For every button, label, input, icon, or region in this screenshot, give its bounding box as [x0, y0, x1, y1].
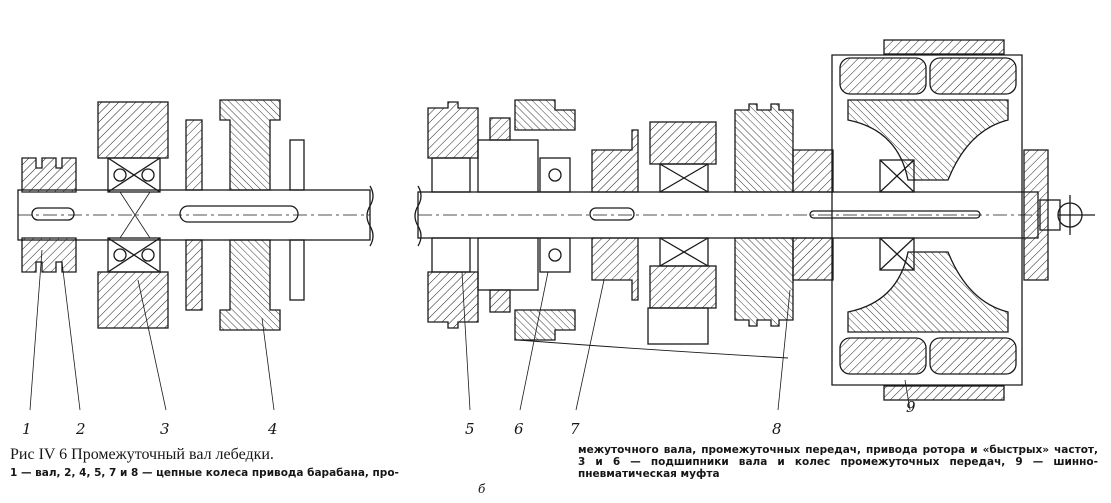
callout-5: 5 [465, 420, 475, 438]
bearing-6 [514, 99, 576, 341]
callout-6: 6 [514, 420, 524, 438]
sprocket-4 [185, 99, 305, 331]
bearing-3 [97, 101, 169, 329]
callout-4: 4 [268, 420, 278, 438]
sprocket-7 [591, 129, 639, 301]
figure-caption-right: межуточного вала, промежуточных передач,… [578, 444, 1098, 480]
sprocket-8 [734, 103, 834, 327]
figure-caption-title: Рис IV 6 Промежуточный вал лебедки. [10, 446, 274, 463]
figure-caption-left: 1 — вал, 2, 4, 5, 7 и 8 — цепные колеса … [10, 467, 399, 479]
callout-leaders [29, 249, 911, 411]
callout-3: 3 [160, 420, 170, 438]
callout-9: 9 [906, 398, 916, 416]
shaft-right [417, 191, 1040, 239]
shaft-left [17, 189, 371, 241]
callout-2: 2 [76, 420, 86, 438]
callout-8: 8 [772, 420, 782, 438]
sprocket-5 [427, 101, 539, 329]
callout-7: 7 [570, 420, 580, 438]
shaft-end-fitting [1039, 195, 1095, 235]
clutch-9 [831, 39, 1049, 401]
callout-1: 1 [22, 420, 32, 438]
bearing-center [647, 121, 717, 345]
shaft-assembly-drawing [17, 39, 1095, 411]
stray-mark: б [478, 482, 486, 496]
